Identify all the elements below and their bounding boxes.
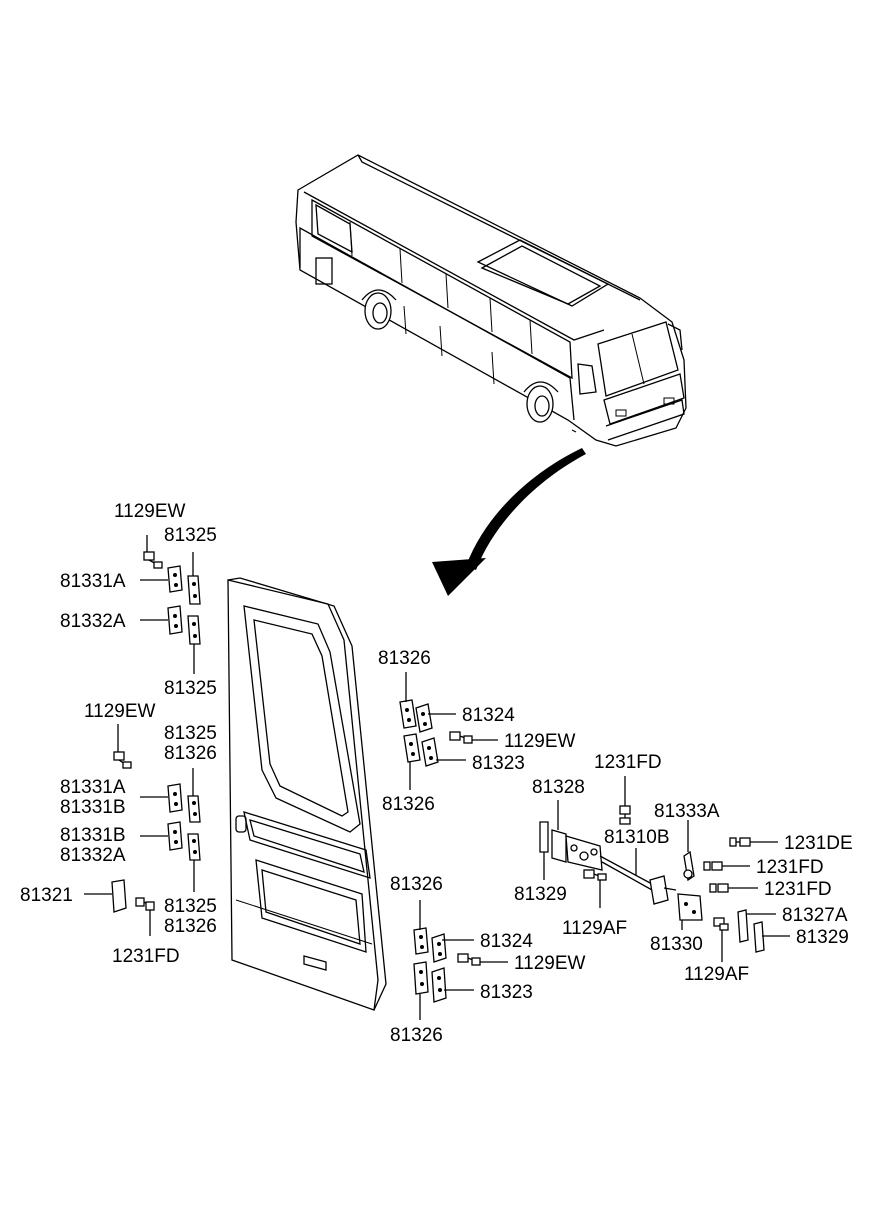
label-81321: 81321 <box>20 885 73 906</box>
center-hinge-group <box>399 672 508 1020</box>
left-hinge-group <box>84 535 201 936</box>
label-81325: 81325 <box>164 525 217 546</box>
label-81331a: 81331A <box>60 777 126 798</box>
label-81331a: 81331A <box>60 571 126 592</box>
label-81326: 81326 <box>164 916 217 937</box>
screw-icon <box>709 883 758 893</box>
label-81331b: 81331B <box>60 797 126 818</box>
label-1231fd: 1231FD <box>594 752 662 773</box>
label-81332a: 81332A <box>60 611 126 632</box>
label-81331b: 81331B <box>60 825 126 846</box>
label-81325: 81325 <box>164 723 217 744</box>
bolt-icon <box>113 724 132 769</box>
label-81329: 81329 <box>796 927 849 948</box>
label-81326: 81326 <box>390 1025 443 1046</box>
label-1129af: 1129AF <box>562 918 627 939</box>
screw-icon <box>135 897 155 936</box>
bus-illustration <box>295 154 687 447</box>
label-81333a: 81333A <box>654 801 720 822</box>
label-81323: 81323 <box>472 753 525 774</box>
label-81323: 81323 <box>480 982 533 1003</box>
label-1129ew: 1129EW <box>114 501 186 522</box>
label-81327a: 81327A <box>782 905 848 926</box>
label-1129ew: 1129EW <box>514 953 586 974</box>
label-1231de: 1231DE <box>784 833 853 854</box>
label-81326: 81326 <box>390 874 443 895</box>
label-81326: 81326 <box>164 743 217 764</box>
label-81326: 81326 <box>378 648 431 669</box>
bolt-icon <box>143 535 163 569</box>
bolt-icon <box>449 731 498 744</box>
label-81324: 81324 <box>480 931 533 952</box>
label-1231fd: 1231FD <box>764 879 832 900</box>
bolt-icon <box>457 953 508 966</box>
bolt-icon <box>583 869 607 908</box>
label-1231fd: 1231FD <box>756 857 824 878</box>
label-81329: 81329 <box>514 884 567 905</box>
label-81332a: 81332A <box>60 845 126 866</box>
label-1129ew: 1129EW <box>84 701 156 722</box>
screw-icon <box>729 837 778 847</box>
rear-door-panel <box>227 577 387 1011</box>
label-81325: 81325 <box>164 678 217 699</box>
label-81330: 81330 <box>650 934 703 955</box>
screw-icon <box>703 861 750 871</box>
lock-mechanism-group <box>539 776 790 962</box>
label-1231fd: 1231FD <box>112 946 180 967</box>
label-1129af: 1129AF <box>684 964 749 985</box>
screw-icon <box>619 776 631 825</box>
label-81328: 81328 <box>532 777 585 798</box>
label-81326: 81326 <box>382 794 435 815</box>
bolt-icon <box>713 917 729 962</box>
label-1129ew: 1129EW <box>504 731 576 752</box>
label-81324: 81324 <box>462 705 515 726</box>
label-81325: 81325 <box>164 896 217 917</box>
callout-labels: 1129EW 81325 81331A 81332A 81325 1129EW … <box>20 501 853 1046</box>
label-81310b: 81310B <box>604 827 670 848</box>
direction-arrow <box>432 448 586 596</box>
